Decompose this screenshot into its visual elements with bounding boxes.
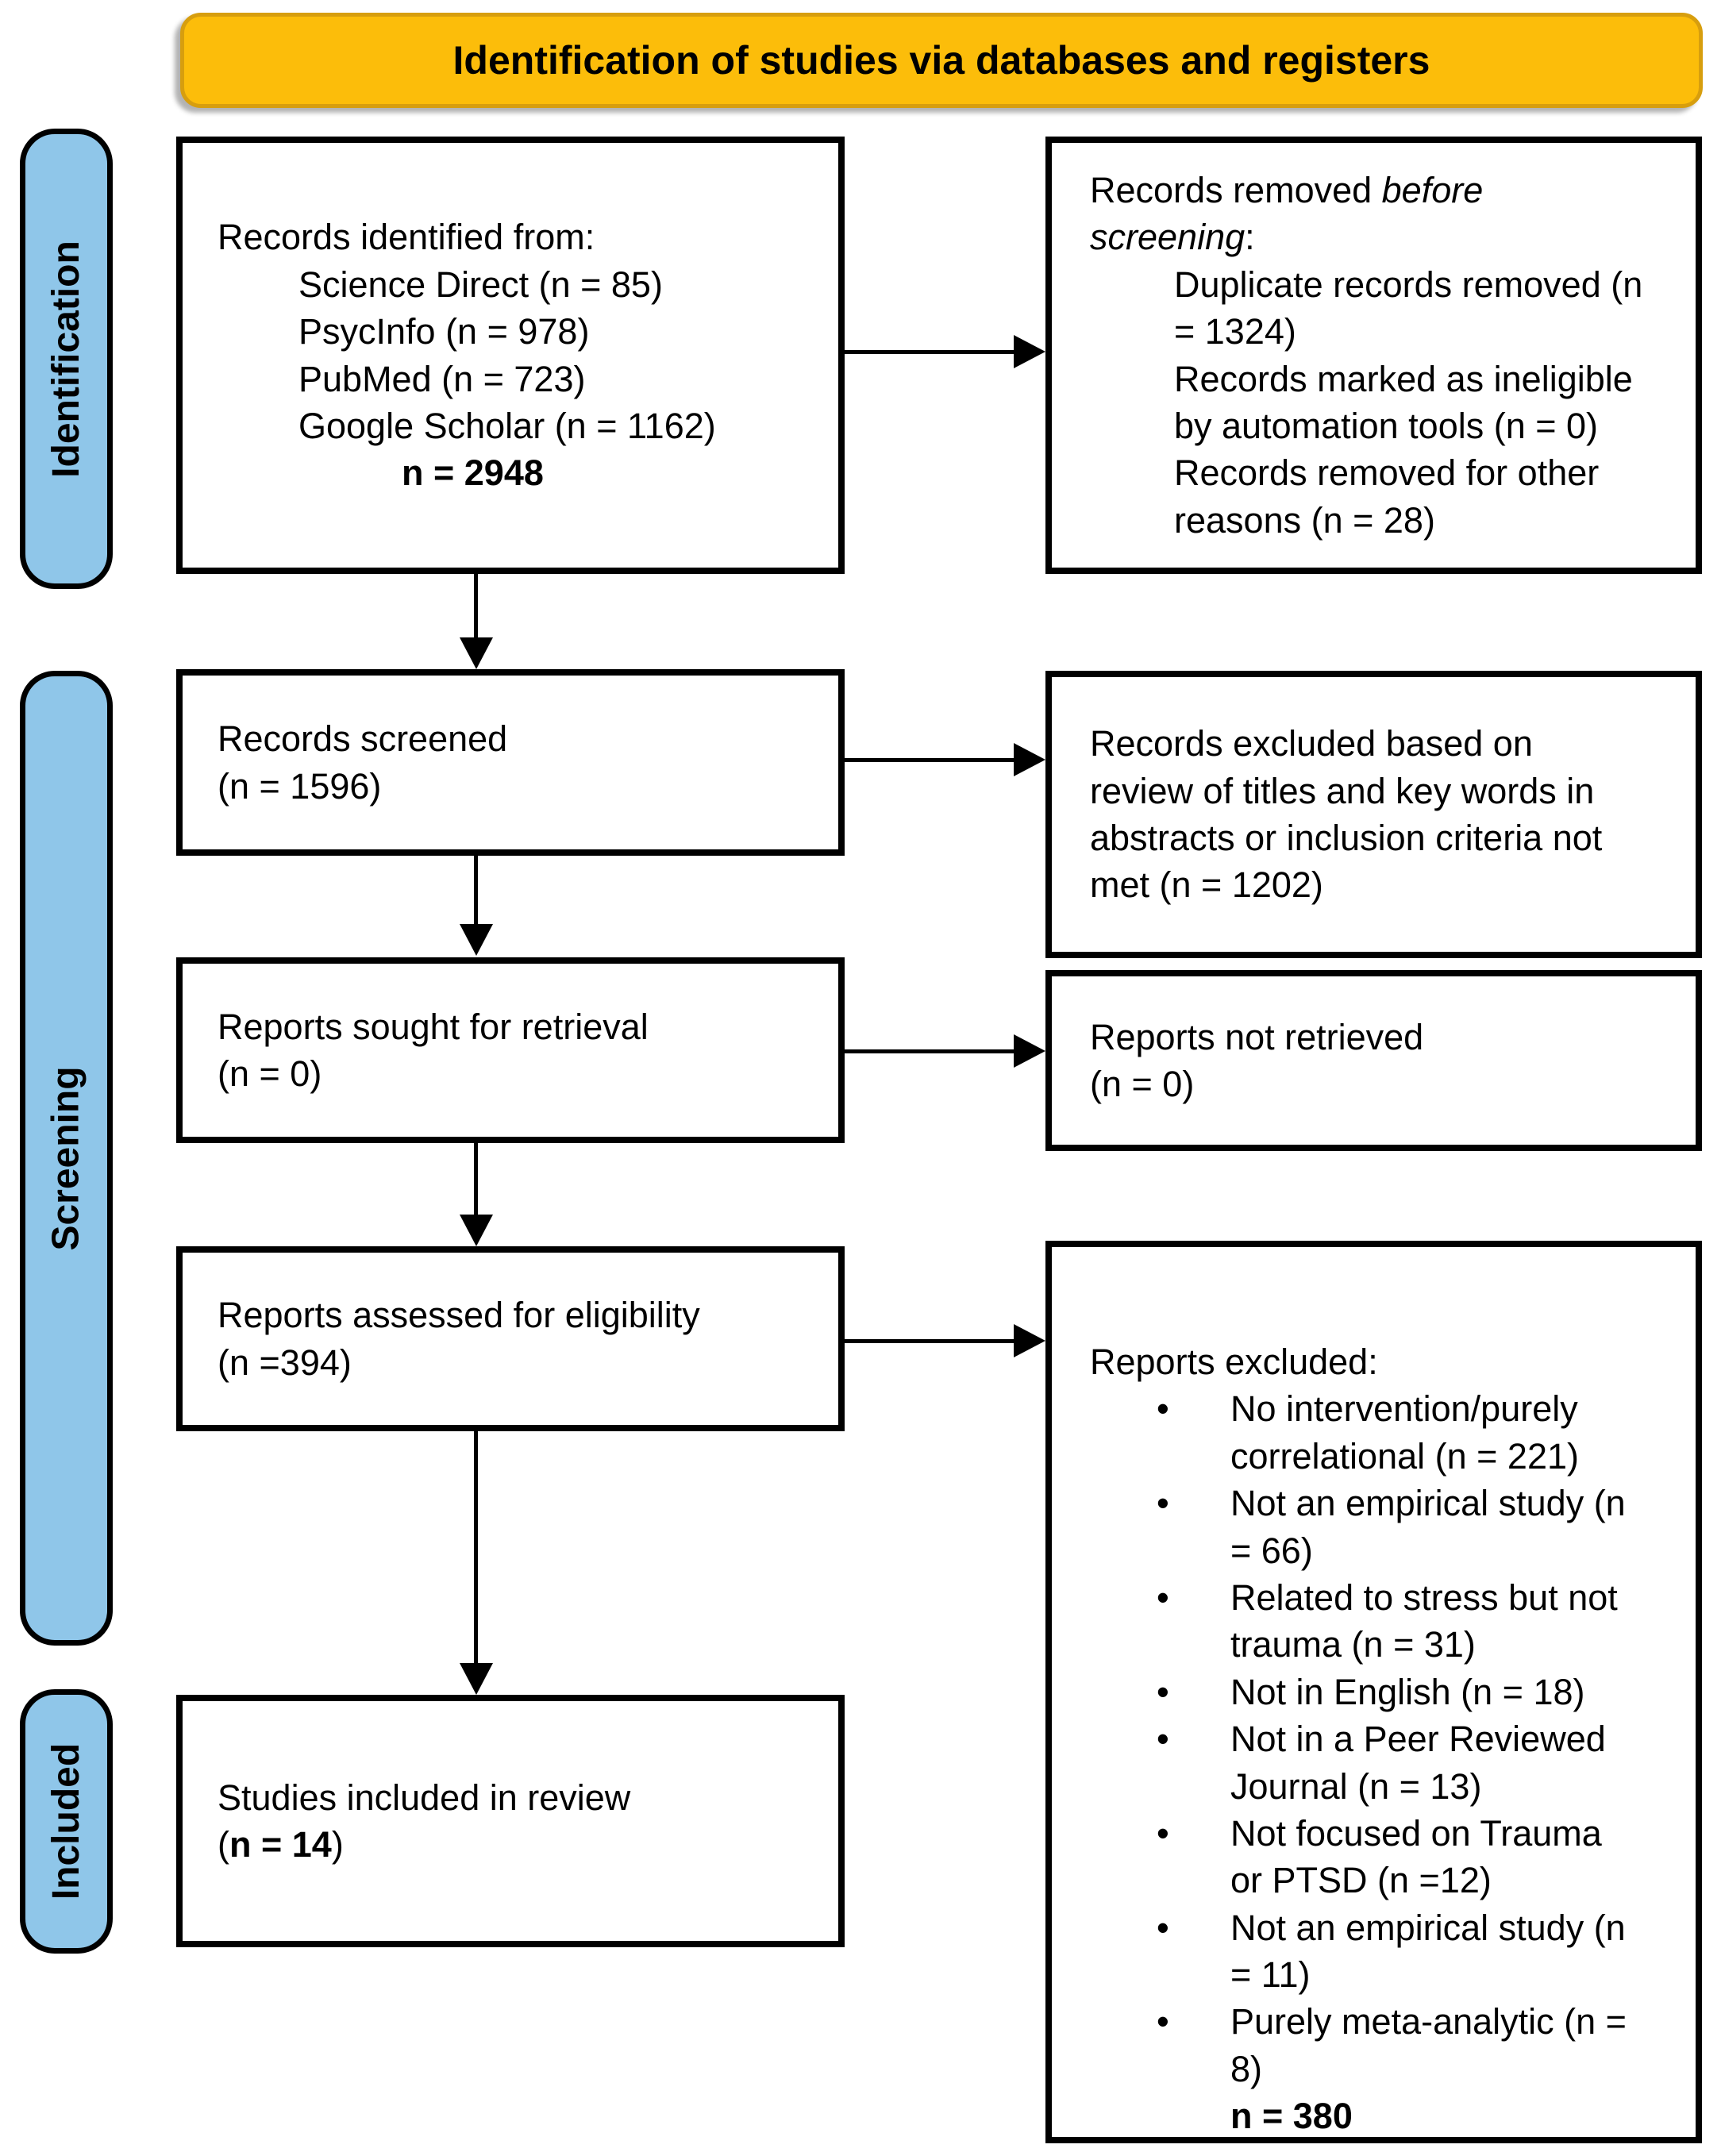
reports-excluded-item: • Not focused on Trauma or PTSD (n =12) — [1090, 1810, 1672, 1904]
records-removed-intro-line1: Records removed before — [1090, 167, 1672, 214]
records-removed-intro-plain: Records removed — [1090, 169, 1382, 210]
records-removed-intro-line2: screening: — [1090, 214, 1672, 260]
records-identified-source: Google Scholar (n = 1162) — [298, 405, 716, 446]
bullet-icon: • — [1157, 1812, 1169, 1854]
arrow-head-down-icon — [460, 1215, 493, 1246]
studies-included-count: n = 14 — [229, 1824, 332, 1865]
reports-excluded-item: • Not in English (n = 18) — [1090, 1669, 1672, 1715]
records-identified-total: n = 2948 — [402, 452, 544, 494]
reports-excluded-intro: Reports excluded: — [1090, 1342, 1378, 1382]
arrow-head-right-icon — [1014, 335, 1045, 368]
box-studies-included: Studies included in review (n = 14) — [176, 1695, 845, 1947]
box-reports-sought: Reports sought for retrieval (n = 0) — [176, 957, 845, 1143]
arrow-line — [845, 350, 1015, 354]
stage-label-screening: Screening — [45, 1065, 88, 1251]
records-removed-item: Records removed for other reasons (n = 2… — [1174, 452, 1600, 541]
arrow-head-right-icon — [1014, 1034, 1045, 1068]
stage-bar-included: Included — [20, 1689, 113, 1954]
bullet-icon: • — [1157, 1907, 1169, 1948]
stage-label-identification: Identification — [45, 240, 88, 478]
arrow-line — [474, 856, 478, 926]
box-records-identified: Records identified from: Science Direct … — [176, 137, 845, 574]
box-records-excluded: Records excluded based on review of titl… — [1045, 671, 1702, 958]
arrow-head-right-icon — [1014, 743, 1045, 776]
stage-label-included: Included — [45, 1742, 87, 1900]
arrow-head-down-icon — [460, 924, 493, 956]
records-removed-item: Records marked as ineligible by automati… — [1174, 358, 1633, 446]
arrow-line — [845, 1339, 1015, 1343]
studies-included-line1: Studies included in review — [218, 1777, 631, 1818]
stage-bar-screening: Screening — [20, 671, 113, 1646]
arrow-line — [845, 1049, 1015, 1053]
reports-excluded-total: n = 380 — [1230, 2096, 1353, 2137]
reports-excluded-item: • Not an empirical study (n = 11) — [1090, 1904, 1672, 1999]
records-identified-source: Science Direct (n = 85) — [298, 264, 663, 305]
box-reports-excluded: Reports excluded: • No intervention/pure… — [1045, 1241, 1702, 2143]
records-removed-item: Duplicate records removed (n = 1324) — [1174, 264, 1643, 352]
reports-excluded-item: • No intervention/purely correlational (… — [1090, 1385, 1672, 1480]
reports-excluded-item: • Related to stress but not trauma (n = … — [1090, 1574, 1672, 1669]
studies-included-line2: (n = 14) — [218, 1824, 344, 1865]
bullet-icon: • — [1157, 1671, 1169, 1712]
bullet-icon: • — [1157, 1719, 1169, 1760]
records-identified-intro: Records identified from: — [218, 217, 595, 258]
records-removed-intro-italic: before — [1381, 169, 1484, 210]
reports-excluded-item: • Purely meta-analytic (n = 8) — [1090, 1998, 1672, 2092]
box-records-removed: Records removed before screening: Duplic… — [1045, 137, 1702, 574]
reports-excluded-item: • Not an empirical study (n = 66) — [1090, 1480, 1672, 1574]
arrow-line — [845, 758, 1015, 762]
bullet-icon: • — [1157, 1483, 1169, 1524]
banner: Identification of studies via databases … — [180, 13, 1703, 108]
records-identified-source: PubMed (n = 723) — [298, 358, 586, 399]
bullet-icon: • — [1157, 2001, 1169, 2042]
reports-excluded-item: • Not in a Peer Reviewed Journal (n = 13… — [1090, 1715, 1672, 1810]
banner-title: Identification of studies via databases … — [452, 38, 1430, 83]
arrow-head-down-icon — [460, 637, 493, 669]
box-reports-assessed: Reports assessed for eligibility (n =394… — [176, 1246, 845, 1431]
bullet-icon: • — [1157, 1388, 1169, 1430]
box-reports-not-retrieved: Reports not retrieved (n = 0) — [1045, 970, 1702, 1151]
arrow-line — [474, 574, 478, 639]
records-removed-intro-italic2: screening — [1090, 217, 1246, 258]
arrow-line — [474, 1143, 478, 1216]
arrow-head-down-icon — [460, 1663, 493, 1695]
arrow-head-right-icon — [1014, 1324, 1045, 1357]
reports-excluded-list: • No intervention/purely correlational (… — [1090, 1385, 1672, 2092]
records-identified-source: PsycInfo (n = 978) — [298, 311, 590, 352]
bullet-icon: • — [1157, 1577, 1169, 1618]
stage-bar-identification: Identification — [20, 129, 113, 589]
arrow-line — [474, 1431, 478, 1665]
records-removed-intro-colon: : — [1245, 217, 1255, 258]
box-records-screened: Records screened (n = 1596) — [176, 669, 845, 856]
